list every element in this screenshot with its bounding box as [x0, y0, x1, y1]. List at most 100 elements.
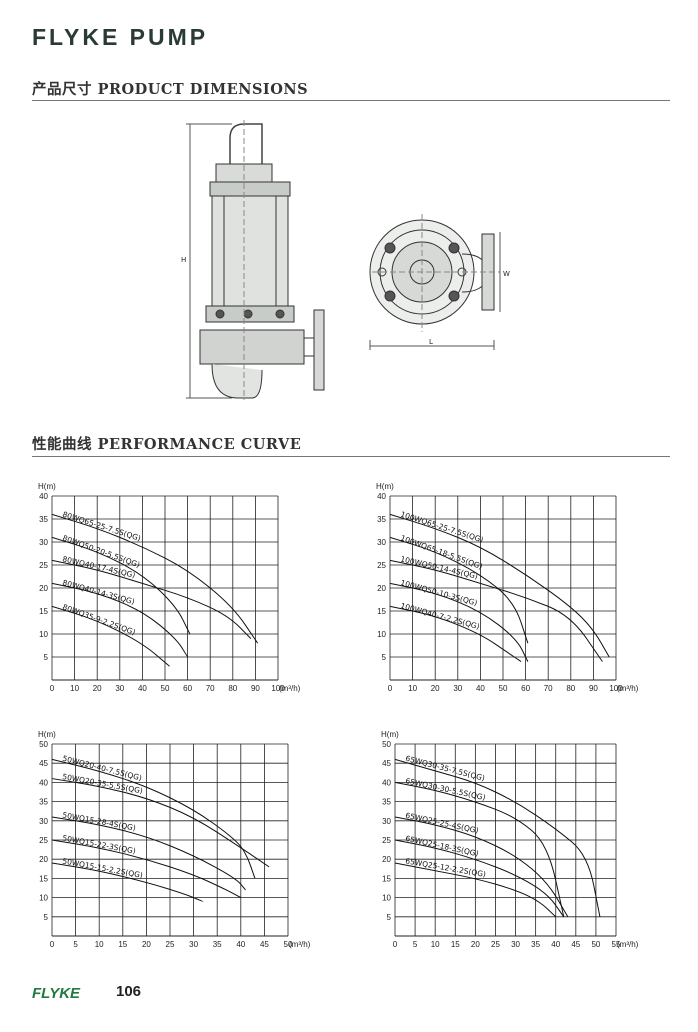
- x-tick-label: 20: [93, 684, 102, 693]
- dim-label-height: H: [181, 256, 187, 264]
- x-tick-label: 50: [161, 684, 170, 693]
- x-axis-label: (m³/h): [279, 684, 301, 693]
- series-label: 80WQ40-14-3S(QG): [61, 578, 135, 606]
- y-tick-label: 5: [382, 653, 387, 662]
- series-curve: [51, 758, 256, 879]
- series-curve: [51, 582, 189, 658]
- y-tick-label: 5: [387, 913, 392, 922]
- series-curve: [51, 839, 242, 899]
- x-tick-label: 5: [73, 940, 78, 949]
- page-number: 106: [116, 983, 142, 1000]
- x-tick-label: 30: [115, 684, 124, 693]
- x-tick-label: 90: [251, 684, 260, 693]
- y-tick-label: 40: [377, 492, 386, 501]
- x-tick-label: 70: [544, 684, 553, 693]
- y-tick-label: 35: [39, 515, 48, 524]
- section-dimensions-cn: 产品尺寸: [32, 81, 92, 98]
- section-performance-title: 性能曲线 PERFORMANCE CURVE: [32, 433, 301, 454]
- y-tick-label: 10: [382, 894, 391, 903]
- y-tick-label: 35: [39, 798, 48, 807]
- x-tick-label: 15: [451, 940, 460, 949]
- y-axis-label: H(m): [38, 482, 56, 491]
- series-curve: [394, 816, 569, 918]
- x-axis-label: (m³/h): [617, 684, 639, 693]
- x-tick-label: 20: [471, 940, 480, 949]
- x-tick-label: 35: [213, 940, 222, 949]
- x-tick-label: 10: [70, 684, 79, 693]
- series-label: 50WQ15-15-2.2S(QG): [62, 856, 144, 880]
- series-curve: [51, 536, 191, 635]
- x-tick-label: 70: [206, 684, 215, 693]
- x-tick-label: 50: [591, 940, 600, 949]
- series-curve: [389, 536, 529, 644]
- brand-title: FLYKE PUMP: [32, 24, 209, 50]
- series-curve: [394, 839, 565, 918]
- x-tick-label: 35: [531, 940, 540, 949]
- series-curve: [51, 778, 270, 868]
- x-tick-label: 10: [408, 684, 417, 693]
- x-tick-label: 0: [388, 684, 393, 693]
- y-tick-label: 35: [377, 515, 386, 524]
- y-tick-label: 25: [39, 836, 48, 845]
- section-performance-en: PERFORMANCE CURVE: [97, 436, 302, 453]
- x-tick-label: 60: [183, 684, 192, 693]
- x-tick-label: 30: [511, 940, 520, 949]
- x-tick-label: 30: [453, 684, 462, 693]
- y-tick-label: 40: [382, 778, 391, 787]
- x-tick-label: 80: [228, 684, 237, 693]
- dim-label-width: W: [503, 270, 510, 278]
- x-tick-label: 20: [142, 940, 151, 949]
- section-divider-dimensions: [32, 100, 670, 101]
- series-curve: [51, 605, 170, 667]
- x-tick-label: 0: [50, 940, 55, 949]
- y-tick-label: 20: [39, 584, 48, 593]
- y-tick-label: 20: [382, 855, 391, 864]
- series-curve: [51, 816, 246, 891]
- dim-label-length: L: [429, 338, 433, 346]
- y-tick-label: 45: [39, 759, 48, 768]
- x-axis-label: (m³/h): [289, 940, 311, 949]
- series-curve: [51, 513, 259, 644]
- series-curve: [394, 781, 565, 917]
- section-performance-cn: 性能曲线: [32, 436, 92, 453]
- flyke-logo: FLYKE: [32, 985, 81, 1002]
- y-tick-label: 15: [382, 874, 391, 883]
- y-tick-label: 15: [39, 874, 48, 883]
- y-tick-label: 10: [39, 630, 48, 639]
- series-curve: [51, 862, 204, 902]
- x-tick-label: 5: [413, 940, 418, 949]
- series-curve: [394, 758, 601, 917]
- y-tick-label: 25: [377, 561, 386, 570]
- x-tick-label: 20: [431, 684, 440, 693]
- x-tick-label: 10: [431, 940, 440, 949]
- y-tick-label: 25: [39, 561, 48, 570]
- x-tick-label: 40: [236, 940, 245, 949]
- y-tick-label: 40: [39, 778, 48, 787]
- series-label: 80WQ35-9-2.2S(QG): [61, 602, 136, 637]
- series-curve: [389, 559, 603, 662]
- x-tick-label: 100: [609, 684, 623, 693]
- x-tick-label: 45: [260, 940, 269, 949]
- x-tick-label: 15: [118, 940, 127, 949]
- y-tick-label: 30: [377, 538, 386, 547]
- section-dimensions-title: 产品尺寸 PRODUCT DIMENSIONS: [32, 78, 308, 99]
- y-tick-label: 30: [382, 817, 391, 826]
- x-tick-label: 40: [551, 940, 560, 949]
- series-curve: [389, 513, 610, 658]
- y-tick-label: 10: [377, 630, 386, 639]
- series-curve: [389, 582, 529, 662]
- y-axis-label: H(m): [38, 730, 56, 739]
- x-tick-label: 40: [138, 684, 147, 693]
- x-tick-label: 45: [571, 940, 580, 949]
- series-curve: [51, 559, 252, 639]
- y-tick-label: 30: [39, 817, 48, 826]
- y-tick-label: 5: [44, 653, 49, 662]
- y-tick-label: 25: [382, 836, 391, 845]
- x-tick-label: 100: [271, 684, 285, 693]
- y-axis-label: H(m): [381, 730, 399, 739]
- x-tick-label: 0: [50, 684, 55, 693]
